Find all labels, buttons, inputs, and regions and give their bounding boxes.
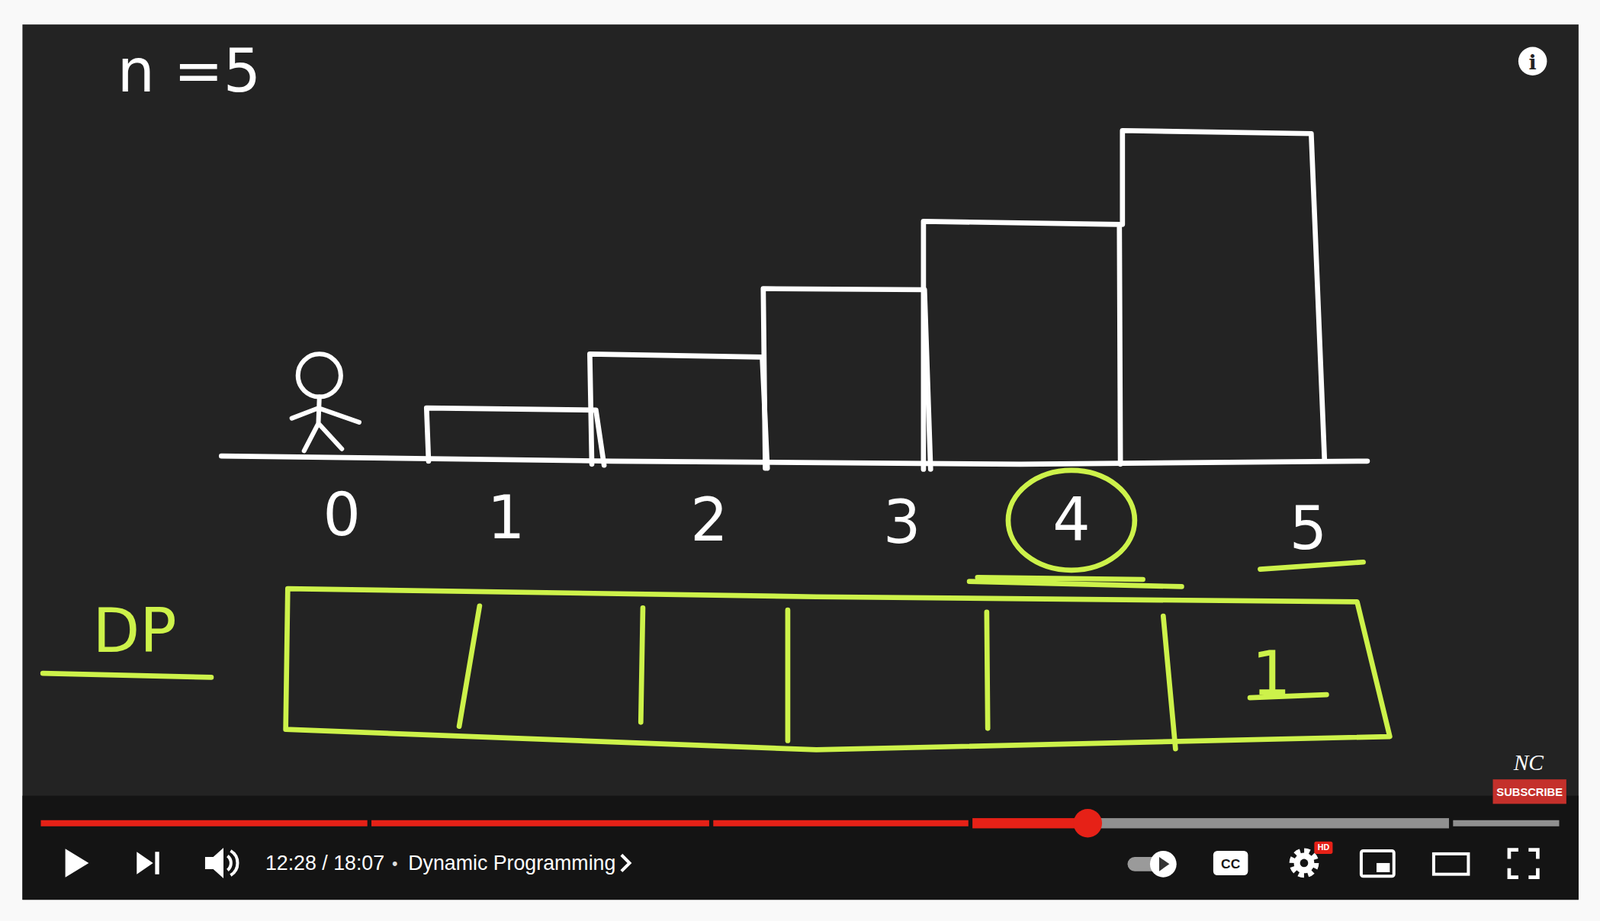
circle-outline bbox=[1008, 470, 1135, 571]
subscribe-badge: SUBSCRIBE bbox=[1492, 779, 1567, 804]
video-area bbox=[22, 24, 1578, 900]
hd-badge: HD bbox=[1314, 841, 1333, 855]
highlight-circle: 4 bbox=[1005, 467, 1138, 574]
theater-icon bbox=[1433, 854, 1469, 875]
volume-icon bbox=[205, 848, 224, 879]
hd-badge-text: HD bbox=[1317, 844, 1330, 853]
step-number: 5 bbox=[1289, 498, 1327, 559]
underline bbox=[969, 577, 1182, 587]
step bbox=[426, 408, 605, 466]
dp-label: DP bbox=[92, 600, 177, 662]
play-icon bbox=[65, 848, 90, 878]
fullscreen-icon bbox=[1509, 850, 1538, 878]
step-number: 1 bbox=[487, 488, 525, 549]
step bbox=[923, 221, 1121, 470]
info-icon bbox=[1518, 47, 1547, 76]
time-display: 12:28 / 18:07 bbox=[265, 853, 385, 874]
subscribe-badge-text: SUBSCRIBE bbox=[1496, 786, 1563, 798]
settings-icon bbox=[1292, 851, 1315, 874]
step-number: 0 bbox=[323, 485, 361, 546]
step bbox=[1122, 130, 1325, 460]
separator-dot: • bbox=[391, 856, 399, 873]
cc-button: CC bbox=[1213, 851, 1248, 876]
dp-cell-text: 1 bbox=[1252, 642, 1292, 704]
step-number: 3 bbox=[883, 492, 921, 553]
variable-label: n =5 bbox=[117, 41, 261, 102]
control-bar bbox=[22, 796, 1578, 900]
step bbox=[763, 289, 931, 470]
stick-figure bbox=[292, 353, 360, 451]
step-number: 2 bbox=[690, 491, 728, 551]
progress-bar bbox=[41, 809, 1560, 838]
highlight-circle-text: 4 bbox=[1052, 491, 1090, 551]
staircase bbox=[221, 130, 1368, 470]
ground-line bbox=[221, 456, 1368, 465]
miniplayer-icon bbox=[1361, 851, 1395, 877]
dp-cell: 1 bbox=[1179, 612, 1364, 736]
chevron bbox=[621, 854, 630, 871]
cc-button-text: CC bbox=[1220, 856, 1241, 870]
next-icon bbox=[136, 851, 159, 874]
player-icons bbox=[65, 47, 1548, 879]
underline bbox=[1259, 562, 1363, 569]
step bbox=[589, 353, 768, 469]
dp-array bbox=[42, 562, 1390, 750]
info-letter: i bbox=[1529, 51, 1537, 73]
channel-logo: NC bbox=[1513, 751, 1544, 775]
chapter-title: Dynamic Programming bbox=[408, 853, 616, 874]
dp-underline bbox=[42, 673, 212, 678]
